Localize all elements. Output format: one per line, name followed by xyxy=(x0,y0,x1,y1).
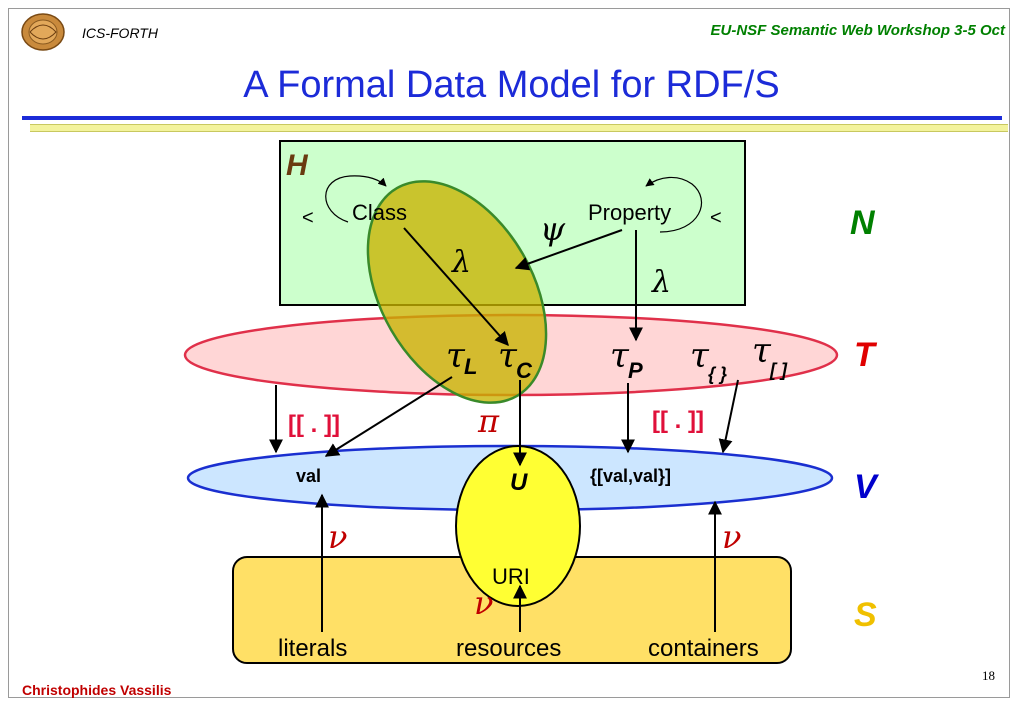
valval-label: {[val,val}] xyxy=(590,466,671,486)
interp-left-label: [[ . ]] xyxy=(288,411,340,438)
ics-forth-logo-icon xyxy=(21,13,65,51)
box-h-label: H xyxy=(286,149,309,182)
svg-text:P: P xyxy=(628,358,643,383)
nu-middle-symbol: ν xyxy=(474,584,493,622)
svg-text:τ: τ xyxy=(498,336,518,376)
nu-right-symbol: ν xyxy=(722,518,741,556)
property-subproperty-loop xyxy=(645,176,703,233)
tau-set-label: τ { } xyxy=(690,336,727,384)
svg-text:τ: τ xyxy=(690,336,710,376)
uri-label: URI xyxy=(492,564,530,589)
level-s-label: S xyxy=(854,596,877,634)
lambda-right-symbol: λ xyxy=(651,265,671,300)
interp-right-label: [[ . ]] xyxy=(652,407,704,434)
svg-text:C: C xyxy=(516,358,533,383)
containers-label: containers xyxy=(648,635,759,662)
svg-text:τ: τ xyxy=(446,336,466,376)
psi-symbol: ψ xyxy=(540,210,566,248)
property-subproperty-symbol: < xyxy=(710,207,722,229)
workshop-title: EU-NSF Semantic Web Workshop 3-5 Oct xyxy=(710,22,1006,39)
property-label: Property xyxy=(588,200,671,225)
tau-c-label: τ C xyxy=(498,336,533,383)
title-rule-yellow xyxy=(30,124,1008,132)
arrow-property-psi xyxy=(514,229,623,271)
svg-text:L: L xyxy=(464,354,477,379)
org-name: ICS-FORTH xyxy=(82,25,158,41)
pi-symbol: π xyxy=(477,402,500,440)
slide-title: A Formal Data Model for RDF/S xyxy=(243,64,780,106)
u-ellipse xyxy=(455,445,581,607)
class-subclass-symbol: < xyxy=(302,207,314,229)
page-number: 18 xyxy=(982,668,995,683)
nu-left-symbol: ν xyxy=(328,518,347,556)
class-subclass-loop xyxy=(325,175,387,223)
arrow-class-to-tauc xyxy=(403,227,509,347)
lambda-left-symbol: λ xyxy=(451,245,471,280)
tau-l-label: τ L xyxy=(446,336,477,379)
level-v-label: V xyxy=(854,468,880,506)
svg-text:τ: τ xyxy=(752,331,772,371)
tau-p-label: τ P xyxy=(610,336,643,383)
class-label: Class xyxy=(352,200,407,225)
slide-frame xyxy=(8,8,1010,698)
title-rule-blue xyxy=(22,116,1002,120)
u-label: U xyxy=(510,469,528,496)
svg-text:{ }: { } xyxy=(708,364,727,384)
literals-label: literals xyxy=(278,635,347,662)
author-name: Christophides Vassilis xyxy=(22,682,172,698)
level-n-label: N xyxy=(850,204,876,242)
tau-list-label: τ [ ] xyxy=(752,331,788,380)
arrow-taul-to-val xyxy=(324,376,453,457)
val-label: val xyxy=(296,466,321,486)
resources-label: resources xyxy=(456,635,561,662)
svg-text:[ ]: [ ] xyxy=(769,360,788,380)
svg-text:τ: τ xyxy=(610,336,630,376)
level-t-label: T xyxy=(854,336,878,374)
arrow-tauset-to-valval xyxy=(718,379,739,454)
